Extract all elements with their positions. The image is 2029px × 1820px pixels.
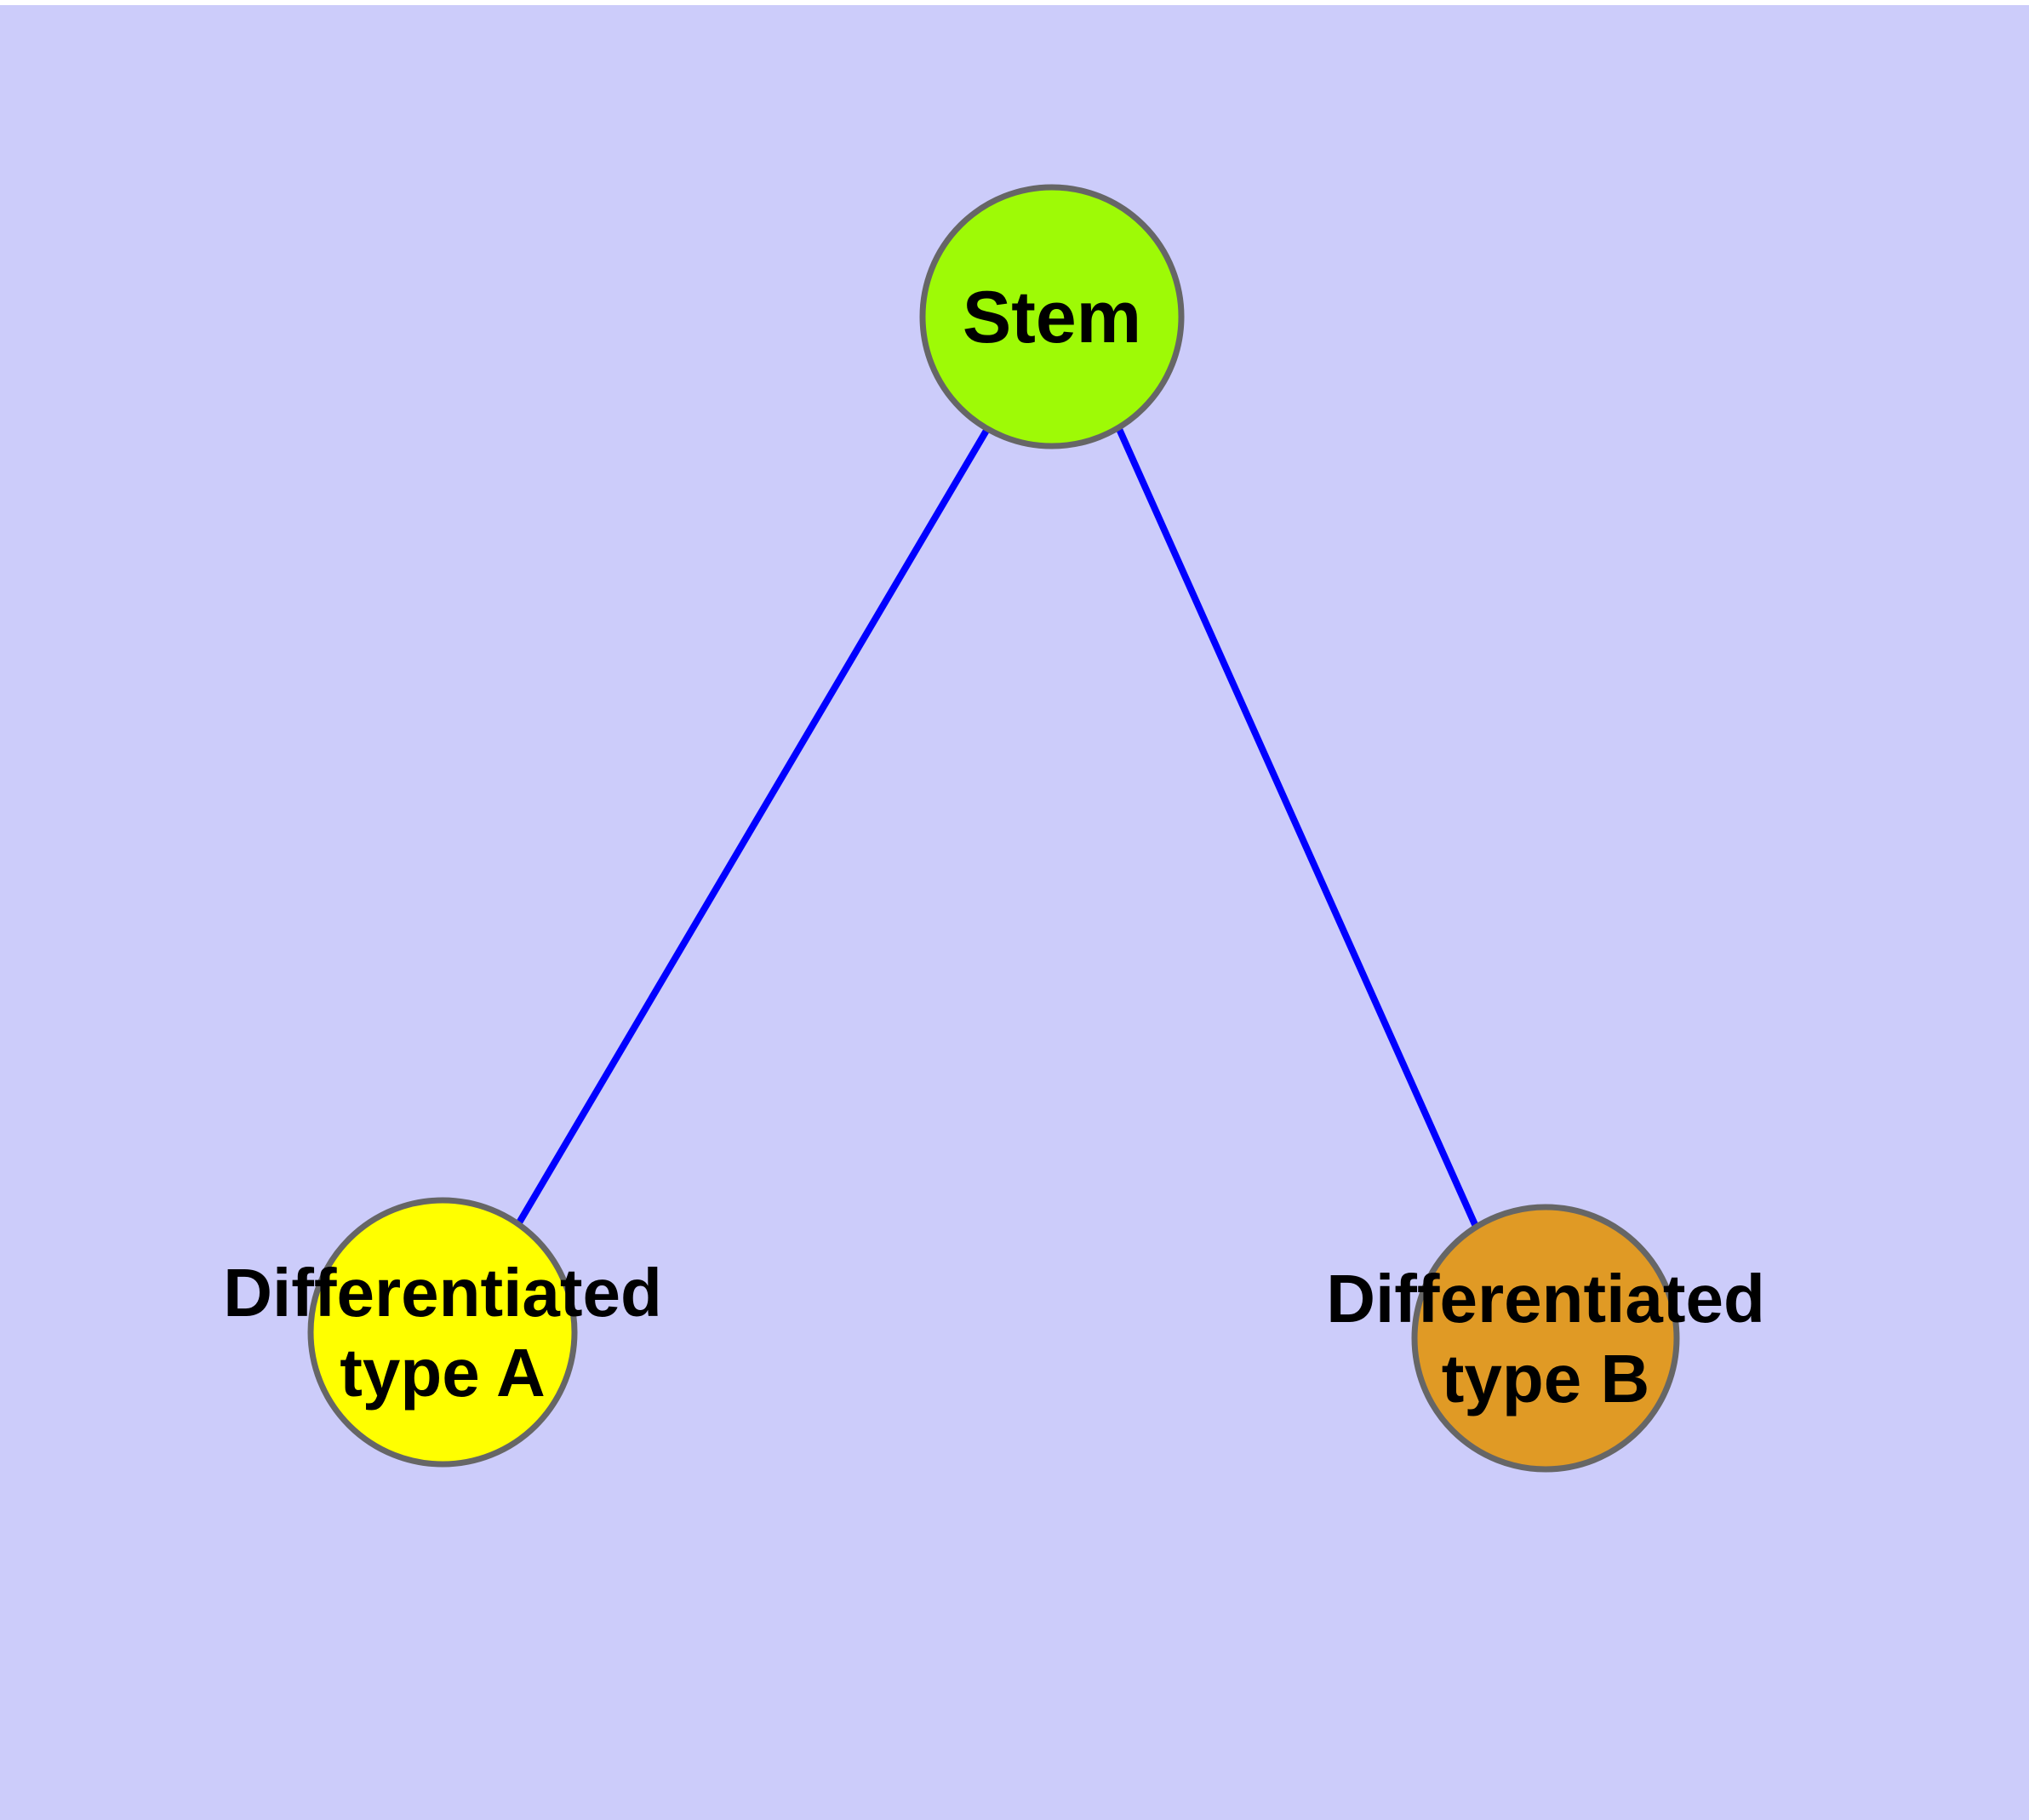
node-circle-stem[interactable] [919, 184, 1185, 449]
node-label-line: Stem [963, 277, 1141, 358]
graph-edge-stem-diff_b[interactable] [1116, 427, 1480, 1230]
node-label-line: Differentiated [1326, 1261, 1765, 1336]
node-circle-diff_b[interactable] [1411, 1204, 1680, 1473]
top-white-strip [0, 0, 2029, 5]
graph-node-stem[interactable]: Stem [919, 184, 1185, 449]
node-label-stem: Stem [963, 277, 1141, 358]
node-circle-diff_a[interactable] [307, 1197, 578, 1468]
edges-layer [515, 426, 1480, 1230]
node-label-line: type A [340, 1335, 546, 1411]
node-label-line: Differentiated [223, 1255, 662, 1331]
node-label-line: type B [1442, 1341, 1650, 1417]
graph-edge-stem-diff_a[interactable] [515, 426, 991, 1227]
